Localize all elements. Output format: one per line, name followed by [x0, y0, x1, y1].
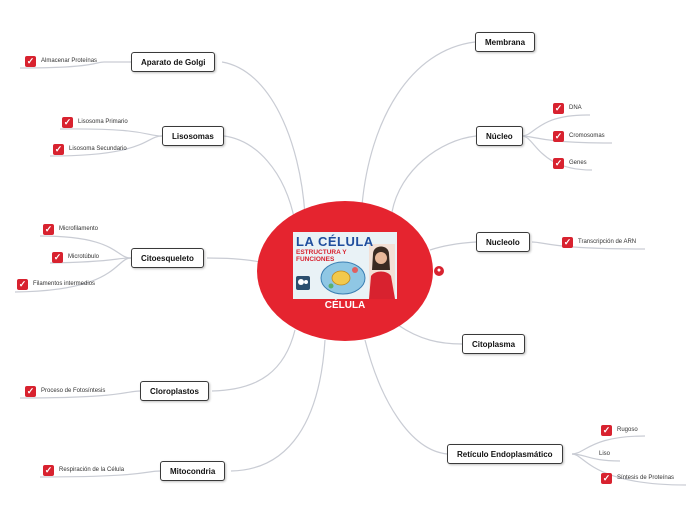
connector	[39, 235, 132, 259]
connector	[521, 114, 591, 137]
connector	[364, 339, 448, 455]
connector	[521, 135, 613, 144]
connector	[361, 41, 476, 206]
image-title-3: FUNCIONES	[296, 256, 335, 263]
connector	[14, 257, 132, 293]
checkbox-icon[interactable]: ✓	[25, 55, 36, 67]
subtopic-liso[interactable]: Liso	[599, 451, 611, 457]
checkbox-icon[interactable]: ✓	[25, 385, 36, 397]
subtopic-dna[interactable]: ✓DNA	[553, 102, 582, 114]
subtopic-proceso-fotosintesis[interactable]: ✓Proceso de Fotosíntesis	[25, 385, 106, 397]
cell-illustration	[293, 232, 397, 299]
image-title-2: ESTRUCTURA Y	[296, 249, 347, 256]
topic-citoplasma[interactable]: Citoplasma	[462, 334, 526, 354]
connector	[49, 135, 163, 157]
connector	[211, 329, 296, 392]
checkbox-icon[interactable]: ✓	[52, 251, 63, 263]
subtopic-cromosomas[interactable]: ✓Cromosomas	[553, 130, 605, 142]
topic-aparato-golgi[interactable]: Aparato de Golgi	[131, 52, 216, 72]
connector	[391, 135, 477, 213]
checkbox-icon[interactable]: ✓	[53, 143, 64, 155]
checkbox-icon[interactable]: ✓	[553, 157, 564, 169]
connector	[571, 435, 646, 455]
checkbox-icon[interactable]: ✓	[43, 223, 54, 235]
central-topic-label: CÉLULA	[324, 300, 366, 311]
subtopic-lisosoma-secundario[interactable]: ✓Lisosoma Secundario	[53, 143, 127, 155]
connector	[206, 257, 261, 263]
topic-nucleo[interactable]: Núcleo	[476, 126, 523, 146]
central-topic[interactable]: LA CÉLULA ESTRUCTURA Y FUNCIONES CÉLULA	[257, 201, 433, 341]
checkbox-icon[interactable]: ✓	[553, 130, 564, 142]
connector	[531, 241, 646, 250]
subtopic-sintesis-proteinas[interactable]: ✓Síntesis de Proteínas	[601, 472, 675, 484]
central-topic-image: LA CÉLULA ESTRUCTURA Y FUNCIONES	[293, 232, 397, 299]
connector	[521, 135, 593, 171]
checkbox-icon[interactable]: ✓	[43, 464, 54, 476]
checkbox-icon[interactable]: ✓	[562, 236, 573, 248]
globe-link-icon[interactable]: ●	[434, 266, 444, 276]
connector	[230, 339, 326, 472]
connector	[49, 257, 132, 264]
connector	[571, 453, 687, 486]
image-title-1: LA CÉLULA	[296, 234, 374, 249]
subtopic-microtubulo[interactable]: ✓Microtúbulo	[52, 251, 100, 263]
topic-nucleolo[interactable]: Nucleolo	[476, 232, 530, 252]
subtopic-lisosoma-primario[interactable]: ✓Lisosoma Primario	[62, 116, 128, 128]
subtopic-transcripcion-arn[interactable]: ✓Transcripción de ARN	[562, 236, 637, 248]
topic-citoesqueleto[interactable]: Citoesqueleto	[131, 248, 204, 268]
checkbox-icon[interactable]: ✓	[601, 424, 612, 436]
checkbox-icon[interactable]: ✓	[62, 116, 73, 128]
connector	[59, 128, 163, 137]
topic-membrana[interactable]: Membrana	[475, 32, 536, 52]
topic-lisosomas[interactable]: Lisosomas	[162, 126, 224, 146]
subtopic-microfilamento[interactable]: ✓Microfilamento	[43, 223, 99, 235]
topic-cloroplastos[interactable]: Cloroplastos	[140, 381, 209, 401]
connector	[397, 324, 463, 345]
connector	[39, 470, 161, 478]
topic-reticulo-endoplasmatico[interactable]: Retículo Endoplasmático	[447, 444, 563, 464]
connector	[221, 61, 306, 216]
connector	[223, 135, 296, 223]
subtopic-filamentos-intermedios[interactable]: ✓Filamentos intermedios	[17, 278, 96, 290]
connector	[429, 241, 477, 251]
connector	[19, 390, 141, 399]
checkbox-icon[interactable]: ✓	[17, 278, 28, 290]
connector	[19, 61, 131, 69]
subtopic-rugoso[interactable]: ✓Rugoso	[601, 424, 638, 436]
checkbox-icon[interactable]: ✓	[553, 102, 564, 114]
subtopic-almacenar-proteinas[interactable]: ✓Almacenar Proteínas	[25, 55, 98, 67]
subtopic-genes[interactable]: ✓Genes	[553, 157, 587, 169]
checkbox-icon[interactable]: ✓	[601, 472, 612, 484]
topic-mitocondria[interactable]: Mitocondria	[160, 461, 226, 481]
subtopic-respiracion-celula[interactable]: ✓Respiración de la Célula	[43, 464, 125, 476]
